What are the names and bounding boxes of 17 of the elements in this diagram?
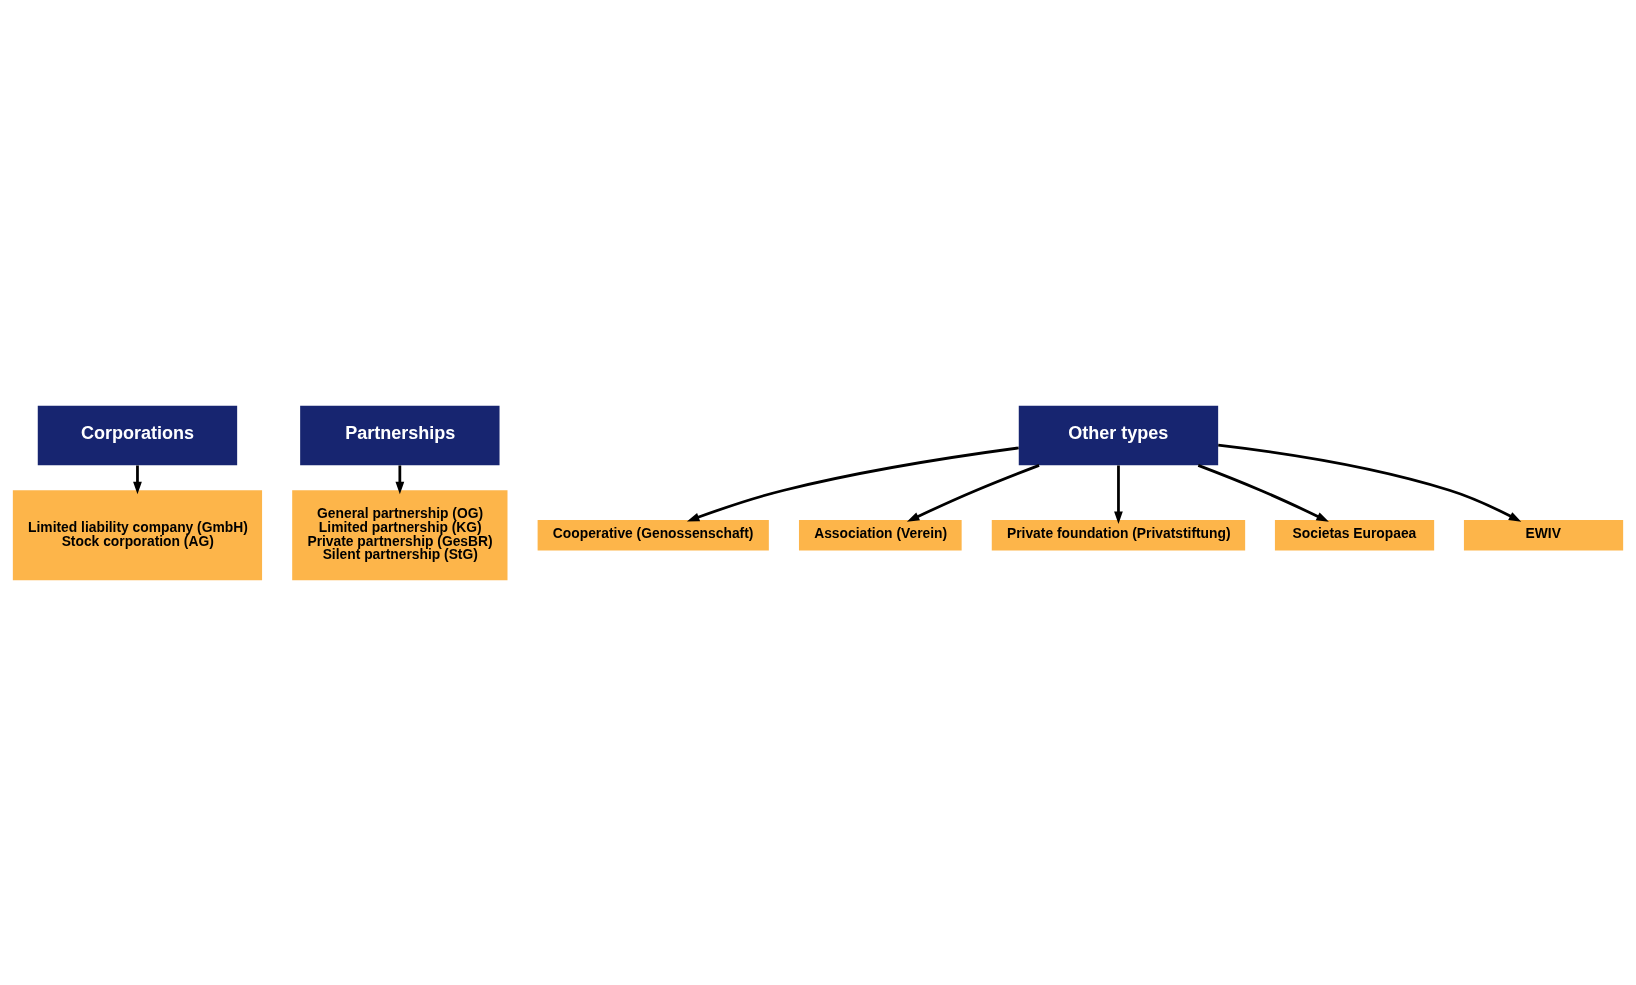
arrow xyxy=(686,446,1019,521)
node-box: Private foundation (Privatstiftung) xyxy=(991,519,1246,550)
node-box: EWIV xyxy=(1463,519,1624,550)
arrow xyxy=(1197,463,1329,522)
node-box: Other types xyxy=(1018,405,1219,465)
node-box: General partnership (OG) Limited partnership (KG) Private partnership (GesBR) Silent partnership (StG) xyxy=(292,489,508,580)
node-box: Limited liability company (GmbH) Stock corporation (AG) xyxy=(12,489,263,580)
node-box: Partnerships xyxy=(300,405,500,465)
arrow xyxy=(906,463,1040,522)
arrow xyxy=(395,464,405,494)
node-box: Societas Europaea xyxy=(1274,519,1435,550)
arrow xyxy=(133,464,142,494)
node-box: Association (Verein) xyxy=(798,519,962,550)
node-box: Cooperative (Genossenschaft) xyxy=(537,519,769,550)
arrow xyxy=(1114,464,1123,524)
arrow xyxy=(1218,443,1522,522)
node-box: Corporations xyxy=(37,405,238,465)
